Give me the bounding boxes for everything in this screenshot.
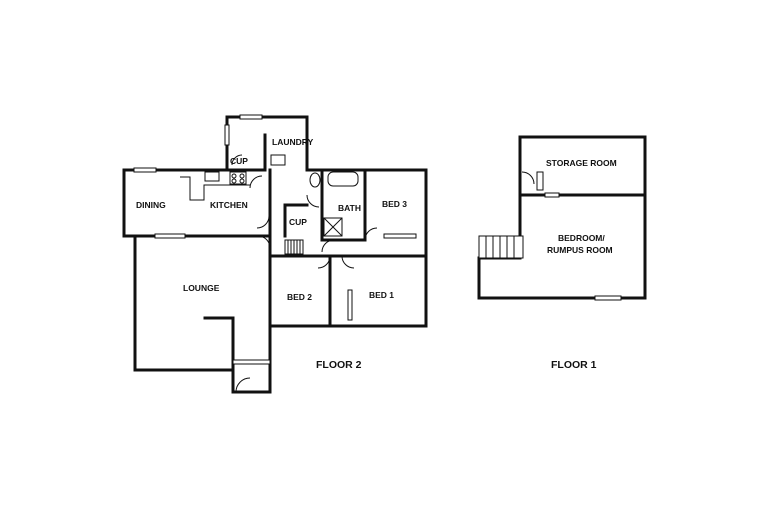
door-swing — [256, 215, 270, 229]
window — [383, 233, 417, 239]
room-label-lounge: LOUNGE — [183, 283, 220, 293]
room-label-bedroom: BEDROOM/ — [558, 233, 605, 243]
stairs-floor-1 — [478, 235, 524, 259]
window — [544, 192, 560, 198]
door-swing — [364, 227, 378, 241]
floor-2-plan: LAUNDRY CUP DINING KITCHEN BATH BED 3 CU… — [122, 114, 428, 394]
floor-label: FLOOR 1 — [551, 359, 597, 371]
door-panel — [536, 171, 544, 191]
door-swing — [321, 239, 335, 253]
cooktop-fixture — [229, 171, 247, 185]
floor-label: FLOOR 2 — [316, 359, 362, 371]
room-label-cupboard: CUP — [289, 217, 307, 227]
burner-icon — [231, 173, 237, 179]
kitchen-block-walls — [122, 168, 272, 238]
window — [594, 295, 622, 301]
door-swing — [521, 171, 535, 185]
room-label-bath: BATH — [338, 203, 361, 213]
floor-1-plan: STORAGE ROOM BEDROOM/ RUMPUS ROOM FLOOR … — [477, 135, 647, 371]
window — [224, 124, 230, 146]
door-swing — [257, 235, 271, 249]
lounge-walls — [133, 234, 272, 394]
burner-icon — [231, 178, 237, 184]
door-swing — [317, 255, 331, 269]
kitchen-bench — [180, 176, 250, 201]
laundry-tub-fixture — [270, 154, 286, 166]
room-label-bed-1: BED 1 — [369, 290, 394, 300]
shower-cross — [323, 217, 343, 237]
bathtub-fixture — [327, 171, 359, 187]
floor-1-outer-walls — [477, 135, 647, 300]
window — [133, 167, 157, 173]
door-swing — [235, 377, 251, 393]
room-label-laundry: LAUNDRY — [272, 137, 314, 147]
window — [232, 359, 271, 365]
room-label-cupboard: CUP — [230, 156, 248, 166]
room-label-dining: DINING — [136, 200, 166, 210]
room-label-storage: STORAGE ROOM — [546, 158, 617, 168]
door-swing — [231, 154, 243, 166]
door-swing — [341, 255, 355, 269]
burner-icon — [239, 173, 245, 179]
room-label-kitchen: KITCHEN — [210, 200, 248, 210]
door-swing — [306, 194, 320, 208]
door-swing — [249, 175, 263, 189]
toilet-fixture — [309, 172, 321, 188]
window — [154, 233, 186, 239]
burner-icon — [239, 178, 245, 184]
room-label-bed-3: BED 3 — [382, 199, 407, 209]
room-label-rumpus: RUMPUS ROOM — [547, 245, 613, 255]
sink-fixture — [204, 171, 220, 182]
stairs-floor-2 — [284, 239, 304, 255]
window — [239, 114, 263, 120]
window — [347, 289, 353, 321]
room-label-bed-2: BED 2 — [287, 292, 312, 302]
